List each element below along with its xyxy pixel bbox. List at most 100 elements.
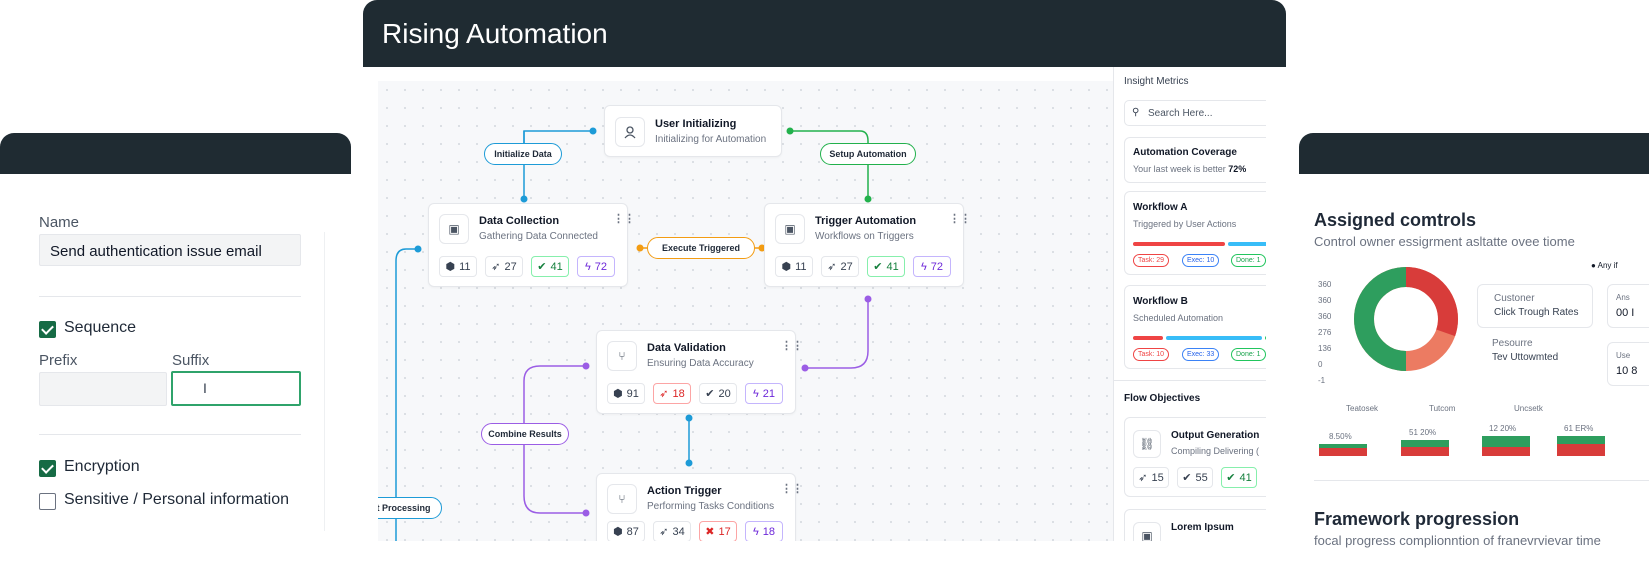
section-heading: Flow Objectives: [1124, 393, 1201, 404]
sequence-checkbox[interactable]: [39, 321, 56, 338]
stat-value: 21: [762, 387, 776, 400]
progress-green: [1265, 336, 1266, 340]
section-heading: Insight Metrics: [1124, 76, 1189, 87]
stat-value: 27: [840, 260, 853, 273]
edge-label-processing[interactable]: ct Processing: [378, 497, 442, 519]
edge-initialize-data: [523, 130, 593, 199]
node-trigger-automation[interactable]: ▣ Trigger Automation Workflows on Trigge…: [764, 203, 971, 287]
stat-value: 18: [762, 525, 776, 538]
suffix-input[interactable]: I: [171, 371, 301, 406]
divider: [39, 434, 301, 435]
stat-chip: ➶15: [1133, 467, 1169, 488]
bolt-icon: ϟ: [920, 260, 927, 273]
coverage-percent: 72%: [1228, 164, 1247, 174]
name-field[interactable]: Send authentication issue email: [39, 234, 301, 266]
sensitive-checkbox[interactable]: [39, 493, 56, 510]
right-panel-header: [1299, 133, 1649, 174]
workflow-a-card[interactable]: Workflow A Triggered by User Actions Tas…: [1124, 191, 1266, 275]
node-data-validation[interactable]: ⑂ Data Validation Ensuring Data Accuracy…: [596, 330, 803, 414]
bar-label: 61 ER%: [1564, 424, 1594, 433]
section-title: Assigned comtrols: [1314, 210, 1477, 230]
edge-label-combine[interactable]: Combine Results: [481, 423, 569, 445]
card-sub: Compiling Delivering (: [1171, 446, 1260, 456]
bolt-icon: ϟ: [752, 387, 759, 400]
tooltip-value: Click Trough Rates: [1494, 307, 1579, 318]
card-title: Lorem Ipsum: [1171, 522, 1234, 533]
card-title: Automation Coverage: [1133, 147, 1237, 158]
node-title: Trigger Automation: [815, 215, 917, 227]
x-label: Uncsetk: [1514, 404, 1543, 413]
workflow-b-card[interactable]: Workflow B Scheduled Automation Task: 10…: [1124, 285, 1266, 369]
stat-chip: ✔55: [1177, 467, 1213, 488]
side-value: 10 8: [1616, 365, 1638, 377]
donut-segment-red: [1354, 267, 1458, 371]
bar-label: 8.50%: [1329, 432, 1352, 441]
coverage-card[interactable]: Automation Coverage Your last week is be…: [1124, 137, 1266, 183]
node-action-trigger[interactable]: ⑂ Action Trigger Performing Tasks Condit…: [596, 473, 803, 541]
edge-label-execute[interactable]: Execute Triggered: [647, 237, 755, 259]
card-title: Workflow B: [1133, 296, 1188, 307]
stat-value: 72: [594, 260, 608, 273]
bar: [1482, 436, 1530, 456]
stat-value: 41: [886, 260, 899, 273]
side-label: Ans: [1616, 293, 1630, 302]
stat-chip: ⬢11: [439, 256, 477, 277]
node-user-initializing[interactable]: User Initializing Initializing for Autom…: [604, 105, 782, 157]
stat-chip: ✔20: [699, 383, 737, 404]
legend-item: ● Any if: [1591, 261, 1618, 270]
task-tag: Task: 10: [1133, 348, 1170, 361]
search-input[interactable]: ⚲ Search Here...: [1124, 100, 1266, 126]
stat-chip-success: ✔41: [1221, 467, 1257, 488]
cube-icon: ⬢: [781, 261, 792, 273]
divider: [1314, 480, 1649, 481]
sensitive-label: Sensitive / Personal information: [64, 491, 289, 508]
drag-handle-icon[interactable]: ⋮⋮: [781, 483, 803, 495]
edge-processing: [395, 248, 418, 541]
side-card: Use 10 8: [1607, 342, 1649, 386]
stat-value: 72: [930, 260, 944, 273]
stat-value: 11: [459, 260, 471, 273]
left-panel-header: [0, 133, 351, 174]
branch-icon: ⑂: [607, 484, 637, 514]
node-subtitle: Initializing for Automation: [655, 134, 767, 145]
task-tag: Task: 29: [1133, 254, 1170, 267]
y-tick: 360: [1318, 312, 1332, 321]
lorem-card[interactable]: Lorem Ipsum ▣: [1124, 509, 1266, 541]
bolt-icon: ϟ: [752, 525, 759, 538]
encryption-checkbox[interactable]: [39, 460, 56, 477]
coverage-text: Your last week is better: [1133, 164, 1226, 174]
y-tick: 0: [1318, 360, 1323, 369]
cube-icon: ⬢: [445, 261, 456, 273]
side-card: Ans 00 I: [1607, 284, 1649, 328]
stat-value: 41: [550, 260, 563, 273]
progress-red: [1133, 242, 1225, 246]
error-circle-icon: ✖: [705, 526, 715, 538]
left-form-panel: Name Send authentication issue email Seq…: [0, 133, 351, 531]
drag-handle-icon[interactable]: ⋮⋮: [949, 213, 971, 225]
side-label: Use: [1616, 351, 1631, 360]
donut-chart: [1354, 267, 1458, 371]
edge-label-setup[interactable]: Setup Automation: [820, 143, 916, 165]
drag-handle-icon[interactable]: ⋮⋮: [781, 340, 803, 352]
node-subtitle: Ensuring Data Accuracy: [647, 358, 754, 369]
stat-value: 41: [1239, 471, 1252, 484]
output-generation-card[interactable]: ⛓ Output Generation Compiling Delivering…: [1124, 417, 1266, 497]
rocket-icon: ➶: [491, 261, 501, 273]
stat-value: 18: [672, 387, 685, 400]
drag-handle-icon[interactable]: ⋮⋮: [613, 213, 635, 225]
node-data-collection[interactable]: ▣ Data Collection Gathering Data Connect…: [428, 203, 635, 287]
x-label: Tutcom: [1429, 404, 1456, 413]
stat-value: 20: [718, 387, 731, 400]
edge-label-initialize[interactable]: Initialize Data: [484, 143, 562, 165]
stat-chip: ➶34: [653, 521, 691, 541]
prefix-input[interactable]: [39, 372, 167, 406]
check-circle-icon: ✔: [537, 261, 547, 273]
left-panel-body: Name Send authentication issue email Seq…: [0, 174, 351, 531]
workflow-canvas[interactable]: Initialize Data Setup Automation Execute…: [378, 81, 1113, 541]
legend-label: Any if: [1597, 261, 1618, 270]
rocket-icon: ➶: [827, 261, 837, 273]
stat-chip-alert: ✖17: [699, 521, 737, 541]
bar-label: 51 20%: [1409, 428, 1437, 437]
